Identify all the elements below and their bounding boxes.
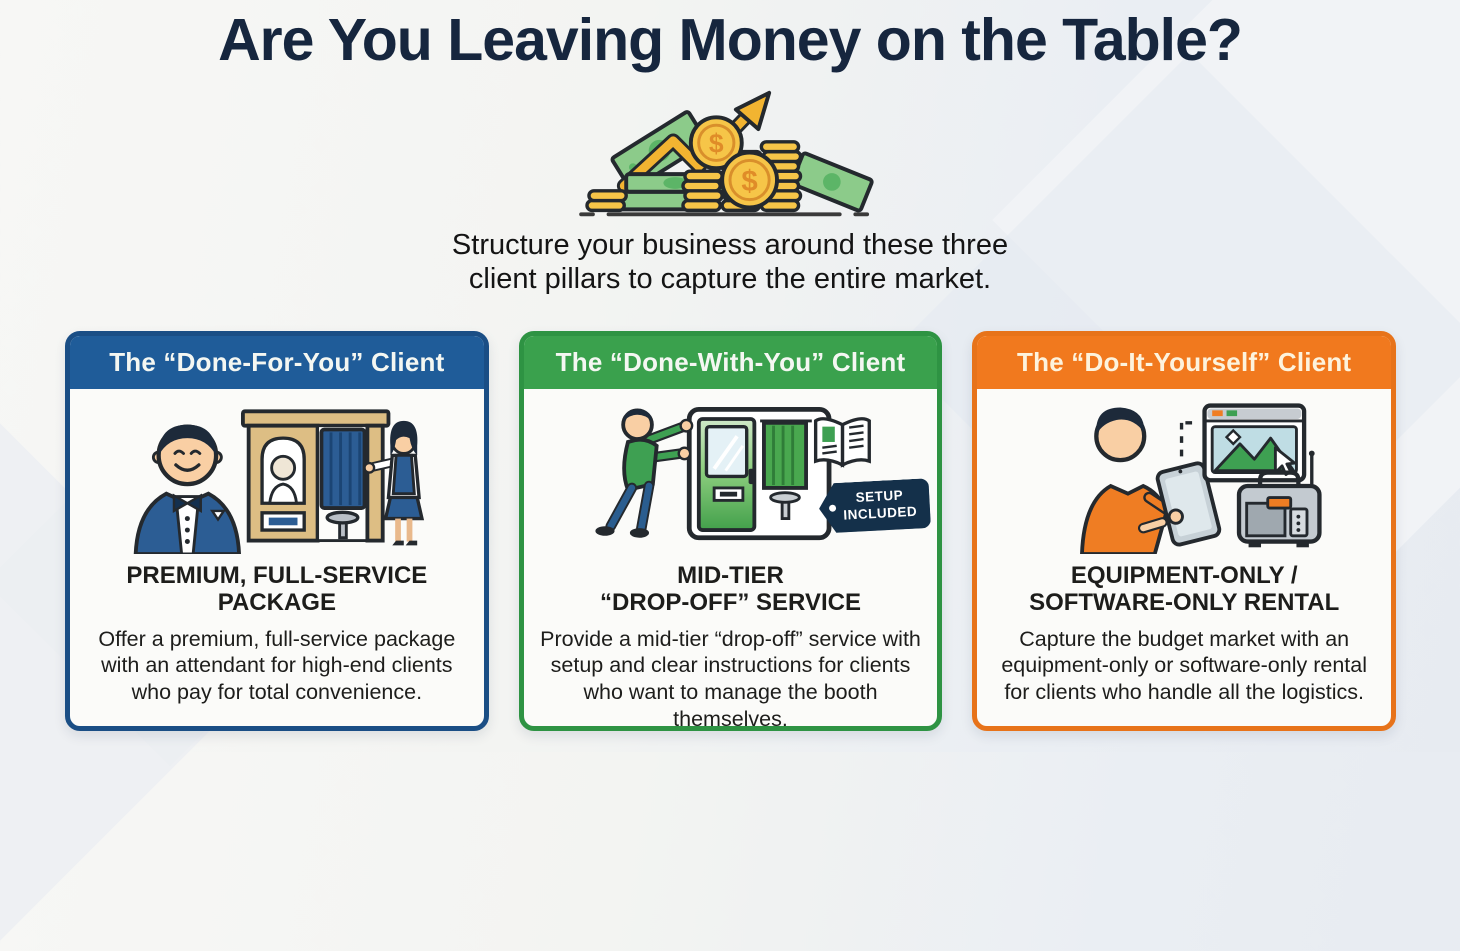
card-description: Offer a premium, full-service package wi… <box>98 626 456 705</box>
card-heading-line-1: MID-TIER <box>677 562 784 589</box>
dollar-sign-icon: $ <box>741 165 757 198</box>
card-header: The “Done-With-You” Client <box>523 336 938 389</box>
tag-hole-icon <box>828 504 835 511</box>
money-growth-illustration: $ $ <box>579 90 874 217</box>
dollar-sign-icon: $ <box>709 129 724 159</box>
card-done-for-you: The “Done-For-You” Client <box>65 331 489 731</box>
card-header-label: The “Do-It-Yourself” Client <box>1017 347 1352 377</box>
card-header-label: The “Done-With-You” Client <box>555 347 906 377</box>
card-do-it-yourself: The “Do-It-Yourself” Client <box>972 331 1397 731</box>
card-heading: EQUIPMENT-ONLY / SOFTWARE-ONLY RENTAL <box>977 562 1391 617</box>
card-heading-line-2: SOFTWARE-ONLY RENTAL <box>1029 588 1340 616</box>
subtitle: Structure your business around these thr… <box>0 228 1460 296</box>
card-header: The “Done-For-You” Client <box>70 336 484 389</box>
booth-setup-instructions-illustration <box>595 407 872 541</box>
setup-included-badge: SETUP INCLUDED <box>817 478 930 533</box>
card-done-with-you: The “Done-With-You” Client <box>518 331 943 731</box>
badge-line-2: INCLUDED <box>842 503 918 523</box>
page-title: Are You Leaving Money on the Table? <box>218 7 1243 73</box>
card-header: The “Do-It-Yourself” Client <box>977 336 1392 389</box>
subtitle-line-2: client pillars to capture the entire mar… <box>468 263 992 296</box>
tablet-equipment-rental-illustration <box>1079 403 1322 554</box>
subtitle-line-1: Structure your business around these thr… <box>451 229 1009 261</box>
card-illustration-area <box>977 389 1391 561</box>
money-growth-icon: $ $ <box>565 86 895 228</box>
card-heading-line-2: “DROP-OFF” SERVICE <box>600 588 861 616</box>
card-heading-line-2: PACKAGE <box>217 588 336 616</box>
photo-booth-attendant-illustration <box>134 409 425 554</box>
card-heading: PREMIUM, FULL-SERVICE PACKAGE <box>70 562 484 617</box>
card-heading-line-1: EQUIPMENT-ONLY / <box>1070 562 1298 589</box>
card-description: Provide a mid-tier “drop-off” service wi… <box>540 626 921 731</box>
card-header-label: The “Done-For-You” Client <box>109 347 445 377</box>
client-pillar-cards: The “Done-For-You” Client <box>65 331 1397 731</box>
card-illustration-area <box>70 389 484 561</box>
card-heading: MID-TIER “DROP-OFF” SERVICE <box>524 562 938 617</box>
card-heading-line-1: PREMIUM, FULL-SERVICE <box>126 562 428 589</box>
card-illustration-area: SETUP INCLUDED <box>524 389 938 561</box>
card-description: Capture the budget market with an equipm… <box>1001 626 1368 705</box>
